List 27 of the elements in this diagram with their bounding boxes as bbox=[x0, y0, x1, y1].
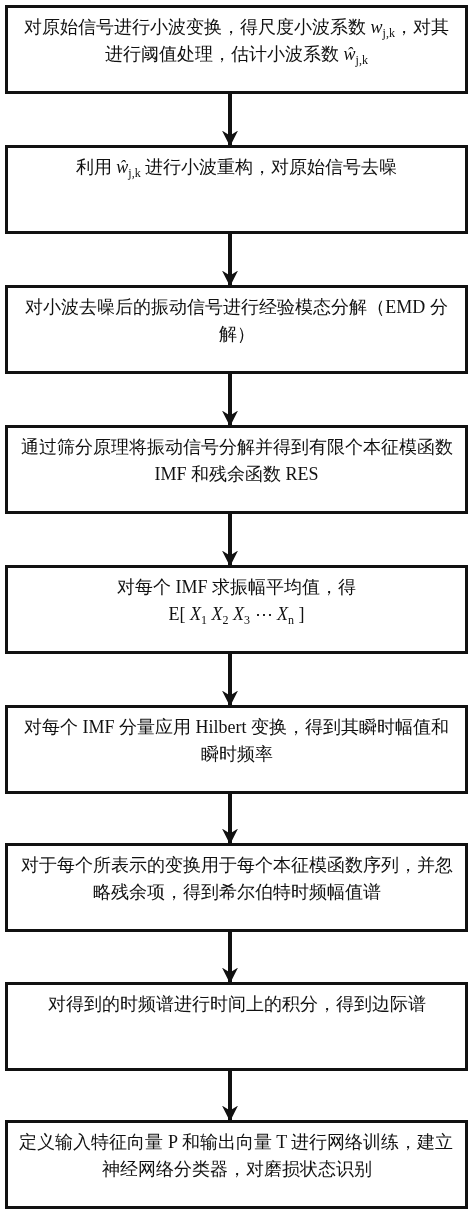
step-text: 通过筛分原理将振动信号分解并得到有限个本征模函数 IMF 和残余函数 RES bbox=[19, 436, 454, 486]
process-box bbox=[5, 843, 468, 932]
step-text: 对于每个所表示的变换用于每个本征模函数序列，并忽略残余项，得到希尔伯特时频幅值谱 bbox=[19, 854, 454, 904]
arrow bbox=[222, 514, 238, 567]
step-text: 对得到的时频谱进行时间上的积分，得到边际谱 bbox=[46, 993, 427, 1016]
step-text: 对原始信号进行小波变换，得尺度小波系数 w$_{j,k}$，对其进行阈值处理，估计小波系数 ŵ$_{j,k}$ bbox=[23, 16, 450, 68]
step-text: 利用 ŵ$_{j,k}$ 进行小波重构，对原始信号去噪 bbox=[74, 156, 399, 181]
arrow bbox=[222, 794, 238, 845]
arrow bbox=[222, 374, 238, 427]
process-box bbox=[5, 145, 468, 234]
process-box bbox=[5, 705, 468, 794]
arrow bbox=[222, 932, 238, 984]
step-text: 定义输入特征向量 P 和输出向量 T 进行网络训练，建立神经网络分类器，对磨损状态识别 bbox=[18, 1131, 455, 1181]
step-text: 对每个 IMF 分量应用 Hilbert 变换，得到其瞬时幅值和瞬时频率 bbox=[23, 716, 450, 766]
step-text: E[ X$_{1}$ X$_{2}$ X$_{3}$ ⋯ X$_{n}$ ] bbox=[167, 603, 306, 628]
arrow bbox=[222, 654, 238, 707]
process-box bbox=[5, 982, 468, 1071]
arrow bbox=[222, 1071, 238, 1122]
process-box bbox=[5, 285, 468, 374]
step-text: 对小波去噪后的振动信号进行经验模态分解（EMD 分解） bbox=[24, 296, 449, 346]
arrow bbox=[222, 94, 238, 147]
process-box bbox=[5, 565, 468, 654]
process-box bbox=[5, 425, 468, 514]
process-box bbox=[5, 1120, 468, 1209]
step-text: 对每个 IMF 求振幅平均值，得 bbox=[116, 576, 357, 599]
arrow bbox=[222, 234, 238, 287]
process-box bbox=[5, 5, 468, 94]
